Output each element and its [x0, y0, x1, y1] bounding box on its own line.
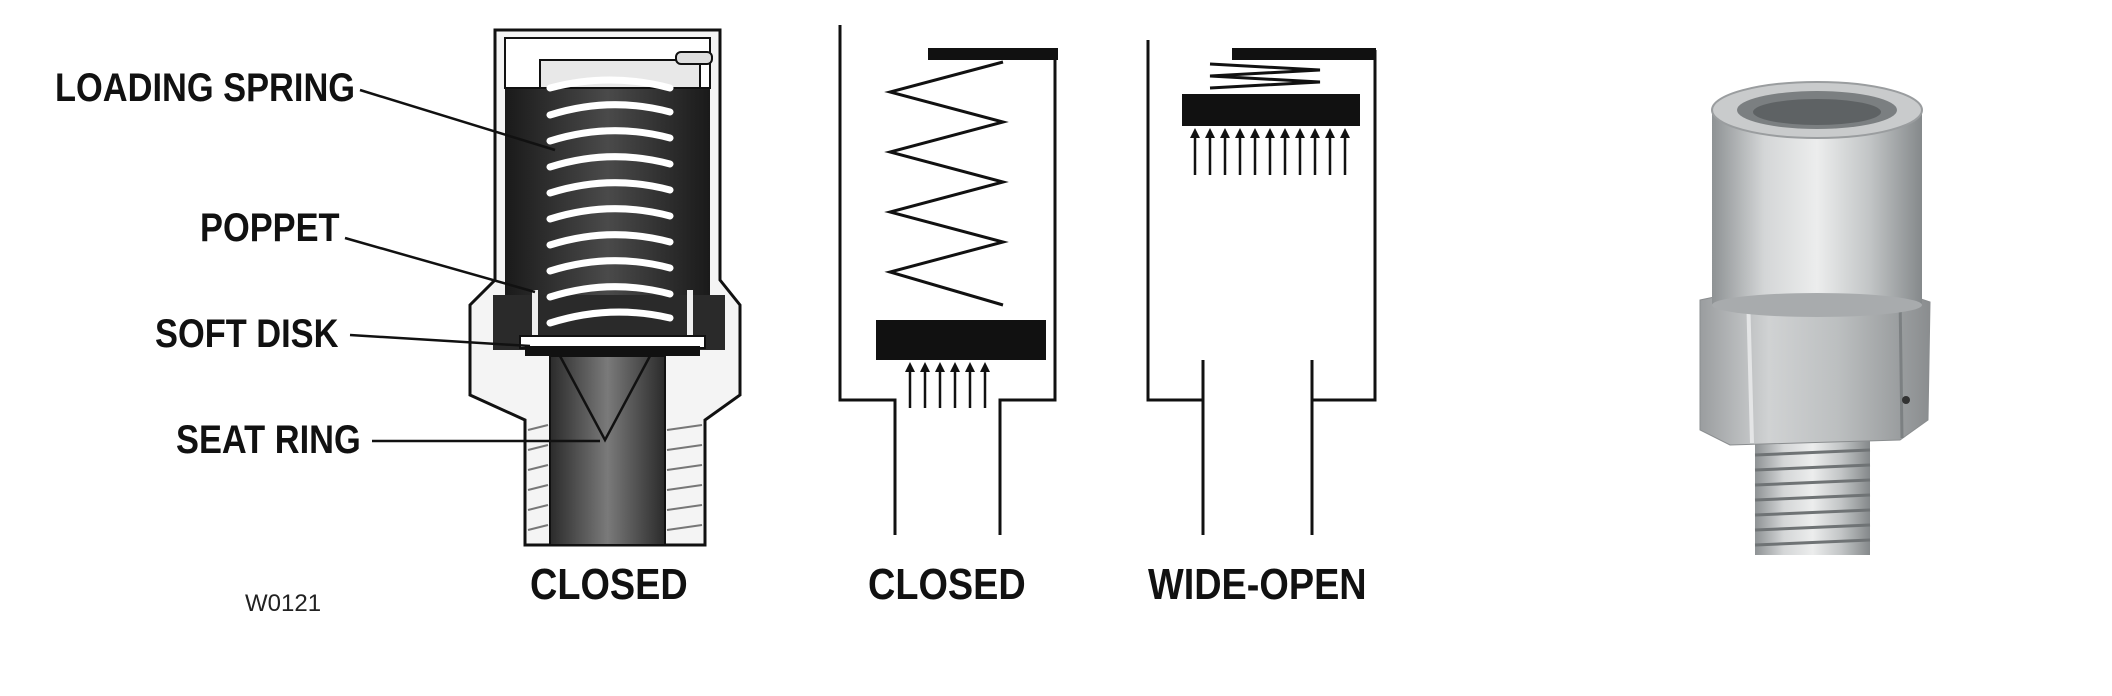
label-poppet: POPPET — [200, 206, 340, 250]
label-loading-spring: LOADING SPRING — [55, 66, 356, 110]
schematic-wide-open — [1146, 40, 1377, 535]
caption-schematic-closed: CLOSED — [868, 560, 1026, 609]
leader-loading-spring — [359, 88, 556, 152]
loading-spring-coils — [546, 76, 674, 327]
schematic-closed — [838, 25, 1058, 535]
leader-soft-disk — [349, 333, 531, 348]
relief-valve-photo — [1699, 81, 1931, 555]
label-soft-disk: SOFT DISK — [155, 312, 339, 356]
cutaway-valve — [344, 28, 742, 547]
compressed-spring — [1209, 62, 1321, 90]
figure-code: W0121 — [245, 590, 322, 617]
caption-cutaway-closed: CLOSED — [530, 560, 688, 609]
label-seat-ring: SEAT RING — [176, 418, 361, 462]
pressure-arrows-closed — [908, 368, 987, 408]
caption-schematic-wide-open: WIDE-OPEN — [1148, 560, 1367, 609]
leader-poppet — [344, 236, 536, 294]
pressure-arrows-open — [1193, 134, 1347, 175]
